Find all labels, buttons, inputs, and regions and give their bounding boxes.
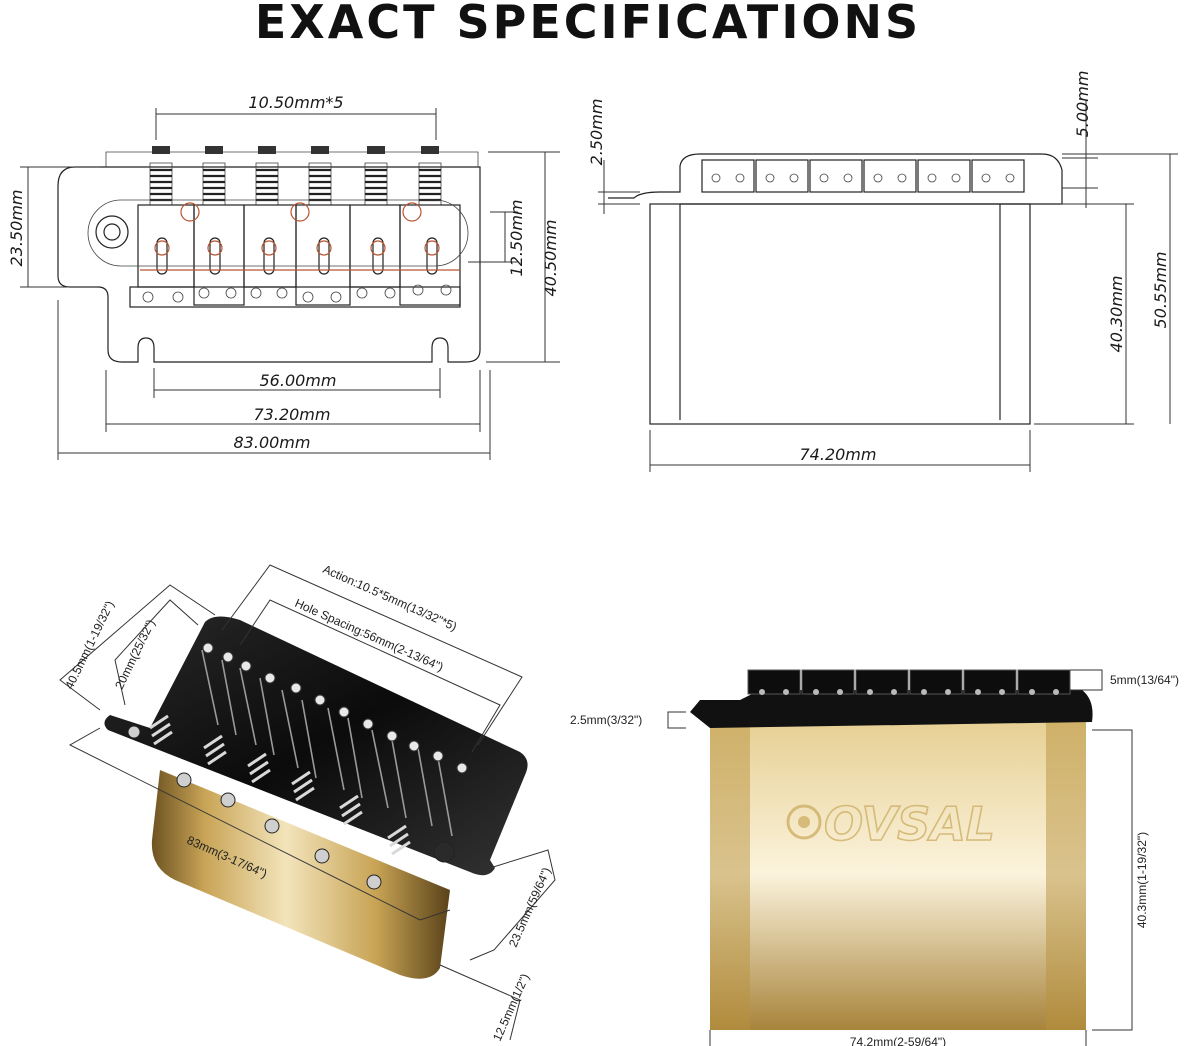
dim-block-height: 40.30mm — [1107, 276, 1126, 353]
dim-overall-width: 83.00mm — [234, 433, 311, 452]
front-photo: OVSAL 5mm(13/64") 2.5mm(3/32") 40.3mm(1-… — [570, 669, 1179, 1046]
red-position-marks — [140, 202, 460, 271]
page-title: EXACT SPECIFICATIONS — [255, 0, 921, 49]
springs-photo — [149, 714, 411, 856]
saddle-slots — [156, 237, 438, 275]
photo-side: 23.5mm(59/64") — [506, 865, 554, 949]
perspective-dimension-lines — [59, 564, 556, 1041]
top-view-drawing: 10.50mm*5 23.50mm 12.50mm 40.50mm 56.00m… — [7, 93, 560, 460]
black-plate-front — [690, 690, 1093, 728]
string-holes — [202, 642, 468, 774]
springs — [149, 146, 442, 206]
saddles-front — [747, 669, 1071, 695]
brass-block-front — [710, 718, 1086, 1030]
photo-plate-thickness: 2.5mm(3/32") — [570, 713, 642, 727]
side-dimension-lines — [598, 100, 1178, 472]
saddle-screws — [142, 284, 452, 303]
block-outline — [649, 203, 1031, 425]
arm-hole-icon — [95, 215, 129, 249]
saddle-slots-photo — [201, 649, 453, 837]
dim-height-left: 23.50mm — [7, 190, 26, 267]
saddles — [129, 204, 461, 308]
brass-block — [151, 770, 450, 979]
photo-height: 40.5mm(1-19/32") — [62, 599, 117, 692]
dim-plate-width: 73.20mm — [254, 405, 331, 424]
dim-action: 10.50mm*5 — [248, 93, 343, 112]
brand-logo: OVSAL — [786, 796, 996, 852]
dim-plate-thickness: 2.50mm — [587, 99, 606, 166]
side-view-drawing: 2.50mm 5.00mm 40.30mm 50.55mm 74.20mm — [587, 71, 1178, 472]
dim-saddle-height: 5.00mm — [1073, 71, 1092, 138]
logo-text: OVSAL — [824, 797, 995, 851]
photo-block-width: 74.2mm(2-59/64") — [850, 1035, 946, 1046]
front-dimension-lines — [667, 669, 1133, 1046]
perspective-photo: Action:10.5*5mm(13/32"*5) Hole Spacing:5… — [59, 562, 556, 1043]
dim-total-height: 50.55mm — [1151, 252, 1170, 329]
photo-depth: 20mm(25/32") — [112, 617, 158, 691]
dim-hole-spacing: 56.00mm — [260, 371, 337, 390]
photo-block-depth: 12.5mm(1/2") — [490, 971, 532, 1043]
photo-block-height: 40.3mm(1-19/32") — [1135, 832, 1149, 928]
dim-depth: 12.50mm — [507, 200, 526, 277]
photo-saddle-height: 5mm(13/64") — [1110, 673, 1179, 687]
dimension-lines — [20, 108, 560, 460]
dim-height-right: 40.50mm — [541, 220, 560, 297]
black-baseplate — [104, 616, 528, 876]
front-screws — [127, 725, 455, 890]
dim-block-width: 74.20mm — [800, 445, 877, 464]
